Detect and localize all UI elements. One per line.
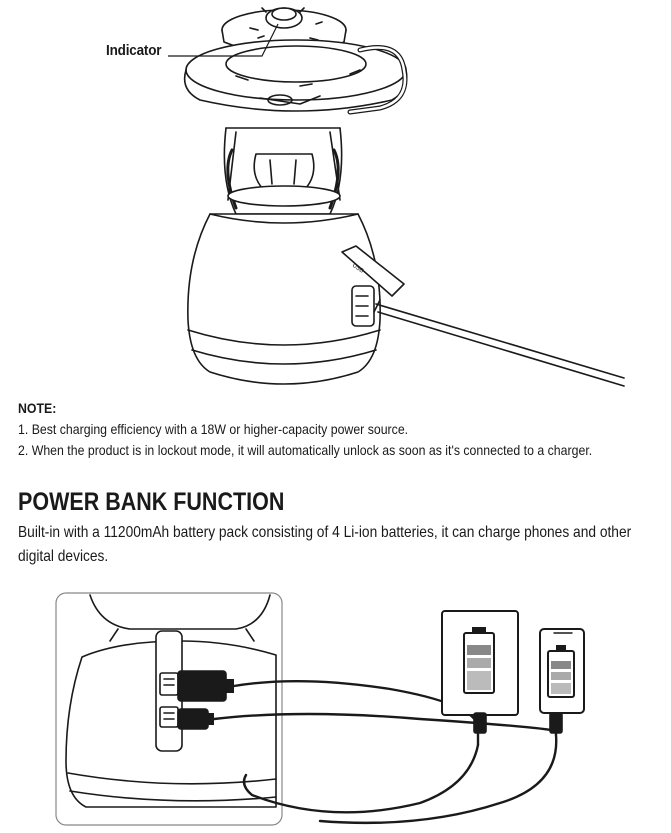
knob-icon: [265, 7, 303, 29]
svg-text:USB: USB: [351, 263, 365, 275]
note-block: NOTE: 1. Best charging efficiency with a…: [18, 398, 592, 461]
lantern-charging-illustration: USB: [168, 7, 625, 387]
section-title: POWER BANK FUNCTION: [18, 488, 285, 516]
section-description: Built-in with a 11200mAh battery pack co…: [18, 524, 632, 565]
note-item: 2. When the product is in lockout mode, …: [18, 442, 593, 458]
note-item: 1. Best charging efficiency with a 18W o…: [18, 421, 409, 437]
indicator-label: Indicator: [106, 42, 162, 59]
usb-plug-icon: [177, 670, 227, 702]
power-bank-illustration: [55, 592, 585, 826]
indicator-leader-line: [168, 23, 279, 57]
note-title: NOTE:: [18, 400, 57, 416]
